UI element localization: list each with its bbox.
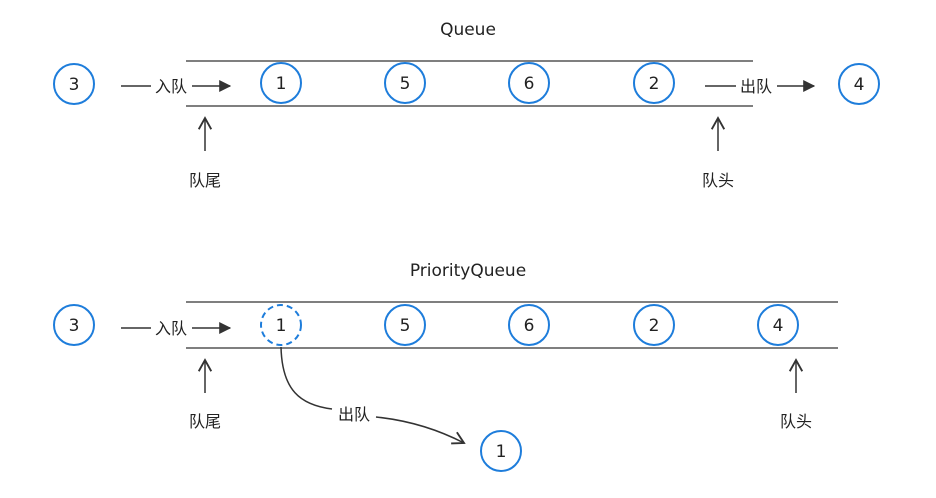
priority-queue-tail-label: 队尾 xyxy=(189,412,221,431)
priority-queue-item-value: 2 xyxy=(649,316,660,336)
queue-item-value: 5 xyxy=(400,74,411,94)
priority-queue-item-node: 4 xyxy=(757,304,799,346)
priority-queue-dequeue-curve-end xyxy=(375,416,466,445)
priority-queue-dequeue-curve-start xyxy=(280,346,333,410)
priority-queue-dequeuing-node: 1 xyxy=(260,304,302,346)
priority-queue-item-value: 1 xyxy=(276,316,287,336)
queue-tail-label: 队尾 xyxy=(189,171,221,190)
priority-queue-incoming-node: 3 xyxy=(53,304,95,346)
queue-incoming-node: 3 xyxy=(53,63,95,105)
queue-outgoing-node: 4 xyxy=(838,63,880,105)
queue-item-value: 2 xyxy=(649,74,660,94)
queue-title: Queue xyxy=(440,20,496,40)
priority-queue-item-value: 6 xyxy=(524,316,535,336)
priority-queue-incoming-value: 3 xyxy=(69,316,80,336)
priority-queue-item-value: 4 xyxy=(773,316,784,336)
queue-head-label: 队头 xyxy=(702,171,734,190)
priority-queue-title: PriorityQueue xyxy=(410,261,526,281)
priority-queue-head-label: 队头 xyxy=(780,412,812,431)
priority-queue-item-node: 6 xyxy=(508,304,550,346)
queue-section: Queue 3 入队 1 5 6 2 出队 xyxy=(53,20,880,190)
queue-item-node: 6 xyxy=(508,62,550,104)
queue-item-node: 5 xyxy=(384,62,426,104)
queue-item-node: 1 xyxy=(260,62,302,104)
priority-queue-section: PriorityQueue 3 入队 1 5 6 2 xyxy=(53,261,838,472)
priority-queue-dequeue-label: 出队 xyxy=(338,405,370,424)
queue-enqueue-label: 入队 xyxy=(155,77,187,96)
priority-queue-item-value: 5 xyxy=(400,316,411,336)
priority-queue-dequeued-value: 1 xyxy=(496,442,507,462)
queue-item-node: 2 xyxy=(633,62,675,104)
priority-queue-item-node: 2 xyxy=(633,304,675,346)
priority-queue-enqueue-label: 入队 xyxy=(155,319,187,338)
queue-item-value: 1 xyxy=(276,74,287,94)
priority-queue-item-node: 5 xyxy=(384,304,426,346)
queue-outgoing-value: 4 xyxy=(854,75,865,95)
priority-queue-dequeued-node: 1 xyxy=(480,430,522,472)
queue-incoming-value: 3 xyxy=(69,75,80,95)
queue-dequeue-label: 出队 xyxy=(740,77,772,96)
queue-item-value: 6 xyxy=(524,74,535,94)
